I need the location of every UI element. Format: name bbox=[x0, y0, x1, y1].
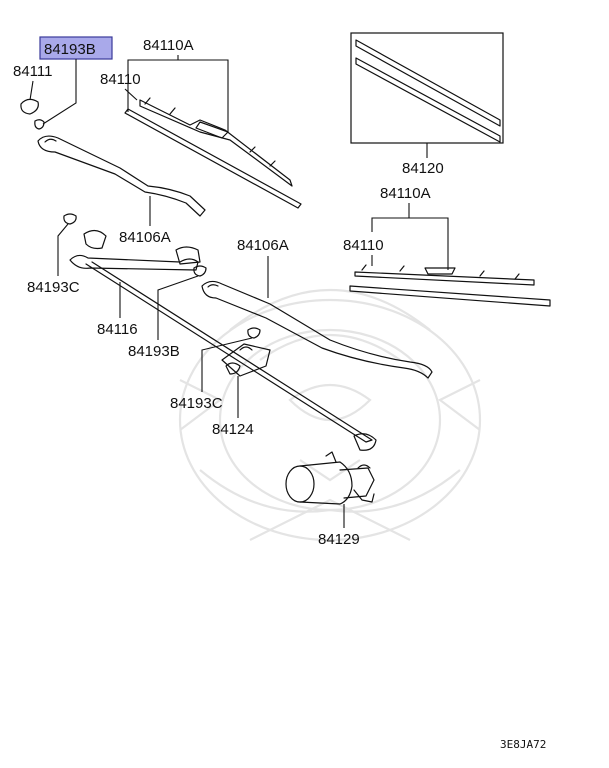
leader-84110-top bbox=[124, 88, 138, 101]
leader-84193c-mid bbox=[201, 337, 253, 392]
label-84193b-highlight: 84193B bbox=[44, 41, 96, 58]
label-84106a-right[interactable]: 84106A bbox=[237, 237, 289, 254]
label-84193b-mid[interactable]: 84193B bbox=[128, 343, 180, 360]
label-84111[interactable]: 84111 bbox=[13, 63, 53, 80]
wiper-arm-right bbox=[201, 280, 433, 379]
nut-84193c-left-icon bbox=[63, 213, 77, 225]
nut-84193b-icon bbox=[34, 119, 45, 130]
label-84106a-left[interactable]: 84106A bbox=[119, 229, 171, 246]
wiper-motor-84129 bbox=[285, 451, 375, 505]
label-84110a-top[interactable]: 84110A bbox=[143, 37, 194, 54]
cap-84111-icon bbox=[20, 98, 39, 115]
label-84129[interactable]: 84129 bbox=[318, 531, 360, 548]
leader-84111 bbox=[29, 80, 34, 101]
blade-refill-pair bbox=[355, 39, 501, 143]
label-84110a-right[interactable]: 84110A bbox=[380, 185, 431, 202]
label-84120[interactable]: 84120 bbox=[402, 160, 444, 177]
leader-84193b-top bbox=[42, 59, 77, 125]
leader-84193b-mid bbox=[157, 275, 199, 340]
label-84193c-left[interactable]: 84193C bbox=[27, 279, 80, 296]
bracket-84110a-top bbox=[127, 59, 229, 132]
label-84193c-mid[interactable]: 84193C bbox=[170, 395, 223, 412]
highlighted-part-label[interactable]: 84193B bbox=[39, 36, 113, 60]
wiper-arm-left bbox=[37, 135, 206, 217]
watermark-emblem bbox=[178, 288, 482, 542]
leader-84193c-left bbox=[57, 223, 69, 276]
diagram-code: 3E8JA72 bbox=[500, 738, 546, 751]
wiper-linkage bbox=[69, 229, 377, 451]
wiper-pivot-84124 bbox=[221, 343, 271, 377]
label-84110-top[interactable]: 84110 bbox=[100, 71, 141, 88]
wiper-blade-right bbox=[349, 264, 551, 307]
nut-84193b-mid-icon bbox=[193, 265, 207, 277]
label-84116[interactable]: 84116 bbox=[97, 321, 138, 338]
label-84110-right[interactable]: 84110 bbox=[343, 237, 384, 254]
label-84124[interactable]: 84124 bbox=[212, 421, 254, 438]
nut-84193c-mid-icon bbox=[247, 327, 261, 339]
wiper-blade-top bbox=[124, 97, 302, 209]
bracket-84110a-right bbox=[371, 217, 449, 270]
